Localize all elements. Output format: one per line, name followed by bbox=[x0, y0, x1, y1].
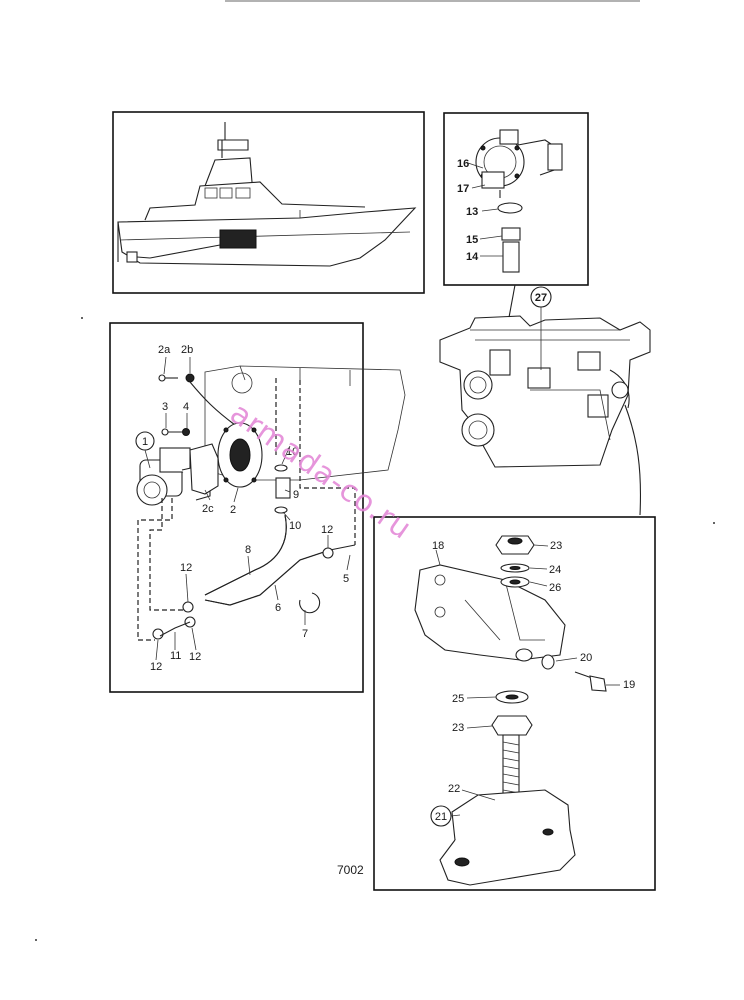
callout-10-lower: 10 bbox=[289, 520, 301, 532]
boat-illustration bbox=[117, 122, 417, 267]
callout-23-top: 23 bbox=[550, 540, 562, 552]
callout-12-bottom-right: 12 bbox=[189, 651, 201, 663]
engine-mount-illustration bbox=[414, 535, 620, 886]
callout-18: 18 bbox=[432, 540, 444, 552]
callout-12-right: 12 bbox=[321, 524, 333, 536]
scan-speck bbox=[81, 317, 83, 319]
callout-24: 24 bbox=[549, 564, 561, 576]
scan-speck bbox=[713, 522, 715, 524]
callout-2: 2 bbox=[230, 504, 236, 516]
callout-6: 6 bbox=[275, 602, 281, 614]
callout-9: 9 bbox=[293, 489, 299, 501]
scan-speck bbox=[35, 939, 37, 941]
callout-1: 1 bbox=[142, 436, 148, 448]
callout-25: 25 bbox=[452, 693, 464, 705]
pump-panel: 16 17 13 15 14 bbox=[443, 112, 589, 286]
callout-4: 4 bbox=[183, 401, 189, 413]
callout-5: 5 bbox=[343, 573, 349, 585]
figure-code: 7002 bbox=[337, 863, 364, 877]
callout-2c: 2c bbox=[202, 503, 214, 515]
callout-22: 22 bbox=[448, 783, 460, 795]
callout-15: 15 bbox=[466, 234, 478, 246]
callout-19: 19 bbox=[623, 679, 635, 691]
callout-23-bottom: 23 bbox=[452, 722, 464, 734]
callout-7: 7 bbox=[302, 628, 308, 640]
callout-8: 8 bbox=[245, 544, 251, 556]
mount-panel-frame bbox=[373, 516, 656, 891]
pump-panel-frame bbox=[443, 112, 589, 286]
callout-14: 14 bbox=[466, 251, 479, 263]
callout-2b: 2b bbox=[181, 344, 193, 356]
callout-circle-21 bbox=[430, 805, 452, 827]
callout-26: 26 bbox=[549, 582, 561, 594]
boat-panel-frame bbox=[112, 111, 425, 294]
callout-3: 3 bbox=[162, 401, 168, 413]
callout-2a: 2a bbox=[158, 344, 171, 356]
callout-circle-27 bbox=[530, 286, 552, 308]
callout-11: 11 bbox=[170, 650, 181, 662]
callout-12-bottom-left: 12 bbox=[150, 661, 162, 673]
callout-20: 20 bbox=[580, 652, 592, 664]
callout-17: 17 bbox=[457, 183, 469, 195]
engine-illustration bbox=[439, 286, 651, 468]
boat-panel bbox=[112, 111, 425, 294]
callout-12-upper-left: 12 bbox=[180, 562, 192, 574]
cooling-panel-frame bbox=[109, 322, 364, 693]
callout-13: 13 bbox=[466, 206, 478, 218]
cooling-panel: 2a 2b 3 4 1 2c 2 10 9 10 8 12 5 12 6 7 1… bbox=[109, 322, 406, 693]
cooling-illustration bbox=[135, 356, 406, 661]
mount-link-line bbox=[624, 404, 642, 516]
mount-panel: 18 23 24 26 20 19 25 23 22 21 bbox=[373, 516, 656, 891]
callout-27: 27 bbox=[535, 292, 547, 304]
pump-illustration bbox=[467, 129, 563, 273]
callout-21: 21 bbox=[435, 811, 447, 823]
callout-16: 16 bbox=[457, 158, 469, 170]
callout-10-upper: 10 bbox=[286, 446, 298, 458]
